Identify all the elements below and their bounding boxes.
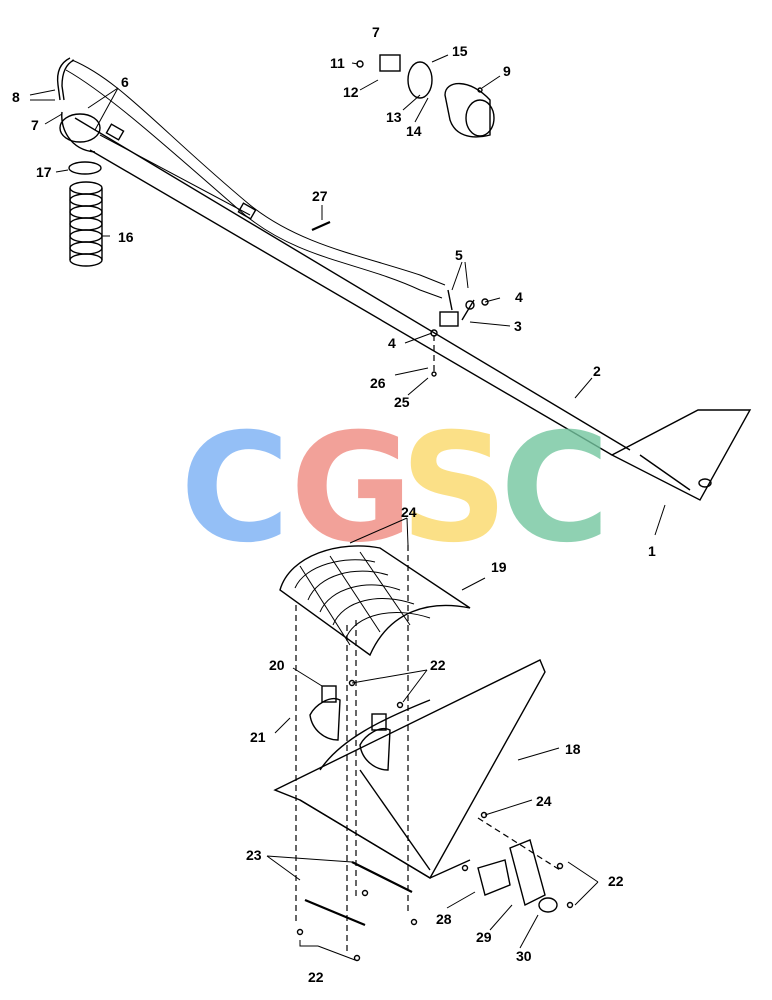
callout-22-right: 22: [608, 873, 624, 889]
callout-4-lower: 4: [388, 335, 396, 351]
callout-9: 9: [503, 63, 511, 79]
callout-1: 1: [648, 543, 656, 559]
large-hopper: [273, 659, 546, 879]
callout-25: 25: [394, 394, 410, 410]
callout-15: 15: [452, 43, 468, 59]
callout-19: 19: [491, 559, 507, 575]
callout-17: 17: [36, 164, 52, 180]
fasteners: [296, 679, 574, 962]
bars: [304, 861, 413, 927]
callout-18: 18: [565, 741, 581, 757]
callout-16: 16: [118, 229, 134, 245]
callout-3: 3: [514, 318, 522, 334]
callout-7-left: 7: [31, 117, 39, 133]
callout-21: 21: [250, 729, 266, 745]
watermark-letter-1: C: [180, 402, 290, 576]
auger-tube: [56, 57, 631, 456]
callout-14: 14: [406, 123, 422, 139]
callout-13: 13: [386, 109, 402, 125]
callout-26: 26: [370, 375, 386, 391]
callout-24-upper: 24: [401, 504, 417, 520]
callout-7-top: 7: [372, 24, 380, 40]
callout-24-lower: 24: [536, 793, 552, 809]
callout-5: 5: [455, 247, 463, 263]
callout-4-upper: 4: [515, 289, 523, 305]
callout-30: 30: [516, 948, 532, 964]
watermark-letter-3: S: [400, 402, 508, 576]
watermark: C G S C: [180, 402, 610, 576]
callout-22-bottom: 22: [308, 969, 324, 985]
callout-20: 20: [269, 657, 285, 673]
callout-11: 11: [330, 55, 345, 71]
pivot-assembly: [430, 289, 489, 377]
watermark-letter-4: C: [500, 402, 610, 576]
callout-12: 12: [343, 84, 359, 100]
callout-labels: 1 2 3 4 4 5 6 7 7 8 9 11 12 13 14 15 16 …: [12, 24, 656, 985]
boot-clamp: [68, 161, 103, 267]
watermark-letter-2: G: [290, 402, 413, 576]
side-plates: [477, 839, 558, 913]
grate: [279, 545, 471, 657]
callout-27: 27: [312, 188, 328, 204]
leader-lines: [29, 54, 666, 961]
pin-part: [311, 220, 331, 232]
hopper-small: [610, 409, 752, 501]
callout-28: 28: [436, 911, 452, 927]
callout-6: 6: [121, 74, 129, 90]
hydraulic-hoses: [65, 59, 446, 299]
alignment-lines: [295, 545, 561, 955]
callout-23: 23: [246, 847, 262, 863]
callout-22-upper: 22: [430, 657, 446, 673]
callout-2: 2: [593, 363, 601, 379]
spout-assembly: [356, 54, 495, 138]
callout-8: 8: [12, 89, 20, 105]
callout-29: 29: [476, 929, 492, 945]
